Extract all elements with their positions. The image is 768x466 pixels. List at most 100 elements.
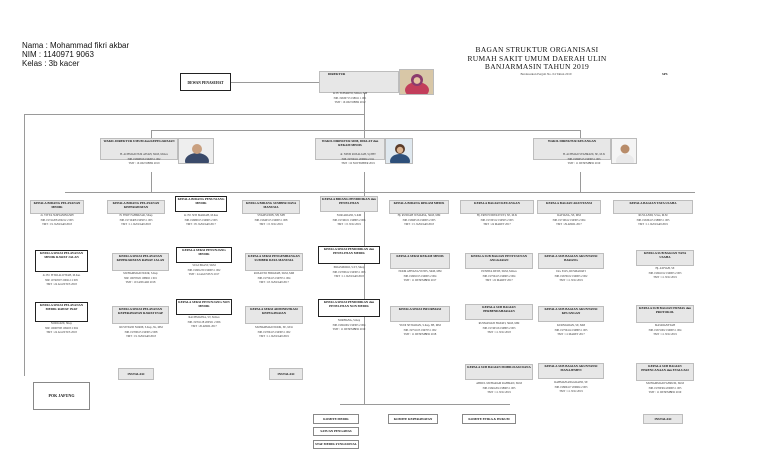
info-line: NIP. 19680915 199903 2 003: [184, 218, 218, 222]
info-line: NIP. 19690516 199003 2 005: [402, 218, 436, 222]
info-line: TMT : 11 JULI 2018: [487, 331, 511, 335]
info-line: TMT : 11 JULI 2019: [559, 279, 583, 283]
kepala-box: KEPALA BAGIAN AKUNTANSI: [537, 200, 601, 214]
wakil-line: dr. NINIS ROSALIAH, SpTHT: [340, 153, 376, 156]
info-line: NIP. 19740507 200212 2 005: [45, 278, 78, 282]
seksi-box: KEPALA SUB BAGIAN PERENCANAAN dan EVALUA…: [636, 363, 694, 381]
info-line: NIP. 19700612 199303 1 003: [332, 270, 366, 274]
info-line: TMT : 24 AGUSTUS 2018: [46, 283, 77, 287]
kepala-box: KEPALA BAGIAN KEUANGAN: [460, 200, 534, 214]
seksi-box: KEPALA SEKSI PELAYANAN MEDIK RAWAT JALAN: [35, 250, 88, 272]
info-line: TMT : 22 MARET 2017: [485, 279, 513, 283]
info-line: TMT : 11 JANUARI 2018: [334, 275, 364, 279]
info-line: SUGI PRAST, SKM: [192, 264, 216, 267]
title-line-1: BAGAN STRUKTUR ORGANISASI: [475, 45, 599, 54]
info-line: dr. HJ. SITI MARIAH, M.Kes: [183, 214, 219, 217]
seksi-box: KEPALA SEKSI PENDIDIKAN dan PENELITIAN N…: [318, 299, 380, 317]
info-line: RAHMAH ANGGRAINI, SE: [554, 381, 588, 384]
info-line: TMT : 11 JULI 2019: [653, 333, 677, 337]
info-line: TMT : 11 JANUARI 2019: [638, 223, 668, 227]
info-line: TMT : 11 DESEMBER 2018: [403, 333, 437, 337]
seksi-box: KEPALA SUB BAGIAN TATA USAHA: [636, 250, 694, 266]
info-line: TMT : 19 JANUARI 2018: [126, 335, 156, 339]
info-line: TMT : 11 DESEMBER 2019: [332, 328, 366, 332]
info-line: TMT : 11 JANUARI 2019: [259, 335, 289, 339]
info-line: NIP. 19691012 199003 2 003: [648, 271, 682, 275]
info-line: NIP. 19670526 198902 1 001: [124, 276, 157, 280]
info-line: MUHAMMAD FAHRUZI, SKM: [646, 382, 684, 385]
kepala-box: KEPALA BIDANG REKAM MEDIS: [389, 200, 449, 214]
info-line: NIP. 19760304 200003 1 005: [648, 386, 682, 390]
info-line: TMT : 29 APRIL 2017: [556, 223, 582, 227]
direktur-photo: [399, 69, 434, 95]
info-line: NIP. 19700615 199303 2 008: [124, 330, 158, 334]
kepala-box: KEPALA BIDANG PENUNJANG MEDIK: [175, 196, 227, 212]
info-line: MUHAMMAD NOOR, S.Kep: [123, 272, 158, 275]
info-line: TMT : 11 DESEMBER 2017: [403, 279, 437, 283]
instalasi-box: INSTALASI: [118, 368, 154, 380]
seksi-box: KEPALA SEKSI PELAYANAN KEPERAWATAN RAWAT…: [112, 253, 169, 271]
info-line: dr. VITYA SURYANINGSIH: [40, 214, 74, 217]
wakil-line: H. ACHMAD SYAHRANI, SE, M.Si: [562, 153, 606, 156]
info-line: NIP. 19741208 200212 2 003: [40, 218, 74, 222]
info-line: MASRIANSYAH: [654, 324, 676, 327]
title-subtitle: Berdasarkan Pergub No. 04 Tahun 2019: [520, 72, 572, 76]
info-line: TMT : 19 JANUARI 2018: [42, 223, 72, 227]
seksi-box: KEPALA SEKSI INFORMASI: [390, 306, 450, 322]
seksi-box: KEPALA SEKSI PENDIDIKAN dan PENELITIAN M…: [318, 246, 380, 264]
wakil-keuangan-info: H. ACHMAD SYAHRANI, SE, M.Si NIP. 196905…: [548, 153, 620, 167]
info-line: RUSMAWATI HAYATI, SKM, MM: [478, 322, 520, 325]
info-line: TMT : 20 APRIL 2017: [191, 325, 217, 329]
wakil-line: TMT : 16 NOVEMBER 2019: [341, 162, 375, 166]
info-line: Hj. ASIYAH, SE: [655, 267, 675, 270]
info-line: NIP. 19710408 199503 1 003: [119, 218, 153, 222]
kepala-box: KEPALA BIDANG PENDIDIKAN dan PENELITIAN: [320, 196, 378, 212]
info-line: PRIASMORO, S.ST, SKep: [333, 266, 365, 269]
info-line: TMT : 05 JANUARI 2017: [186, 223, 216, 227]
kepala-box: KEPALA BAGIAN TATA USAHA: [613, 200, 693, 214]
info-line: NIP. 19750415 199903 2 004: [482, 274, 516, 278]
wakil-sdm-photo: [385, 138, 413, 164]
info-line: TMT : 11 JANUARI 2018: [121, 223, 151, 227]
info-line: NIP. 19720312 199503 2 003: [480, 218, 514, 222]
info-line: NIP. 19670102 199003 2 002: [554, 274, 588, 278]
info-line: RACHMATNA, ST, M.Kes: [188, 316, 220, 319]
kepala-box: KEPALA BIDANG SUMBER DAYA MANUSIA: [242, 200, 300, 214]
info-line: Dra. ELIS, RUSMAWATI: [556, 270, 586, 273]
info-line: NIP. 19710612 199303 2 004: [552, 218, 586, 222]
seksi-box: KEPALA SUB BAGIAN MOBILISASI DANA: [465, 364, 533, 380]
info-line: NIP. 19740101 199803 2 006: [332, 218, 366, 222]
identity-nim: NIM : 1140971 9063: [22, 50, 94, 59]
info-line: NIP. 19750414 199803 1 005: [554, 328, 588, 332]
seksi-box: KEPALA SEKSI PENUNJANG MEDIK: [176, 247, 232, 263]
info-line: ROSANTO HIDAYAH, SKM, MM: [253, 272, 295, 275]
wakil-keuangan-photo: [611, 138, 637, 164]
wakil-direktur-umum-box: WAKIL DIREKTUR UMUM dan KEPEGAWAIAN: [100, 138, 178, 160]
info-line: H. FERY FAHMIZAR, SKep: [119, 214, 153, 217]
spi-box: SATUAN PENGAWAS INTERNAL: [313, 427, 359, 436]
info-line: TMT : 15 JULI 2019: [337, 223, 361, 227]
direktur-line: TMT : 16 OKTOBER 2012: [334, 101, 366, 105]
wakil-line: TMT : 11 DESEMBER 2019: [567, 162, 601, 166]
seksi-box: KEPALA SEKSI PENGEMBANGAN SUMBER DAYA MA…: [245, 253, 303, 271]
seksi-box: KEPALA SUB BAGIAN PERBENDAHARAAN: [465, 304, 533, 320]
info-line: TMT : 24 AGUSTUS 2018: [46, 331, 77, 335]
wakil-title: WAKIL DIREKTUR UMUM dan KEPEGAWAIAN: [103, 139, 175, 143]
seksi-box: KEPALA SEKSI PELAYANAN KEPERAWATAN RAWAT…: [112, 306, 169, 324]
wakil-direktur-sdm-box: WAKIL DIREKTUR SDM, DIKLAT dan REKAM MED…: [315, 138, 385, 160]
info-line: ABDUL MUHARAM RAHMAN, SKM: [476, 382, 522, 385]
